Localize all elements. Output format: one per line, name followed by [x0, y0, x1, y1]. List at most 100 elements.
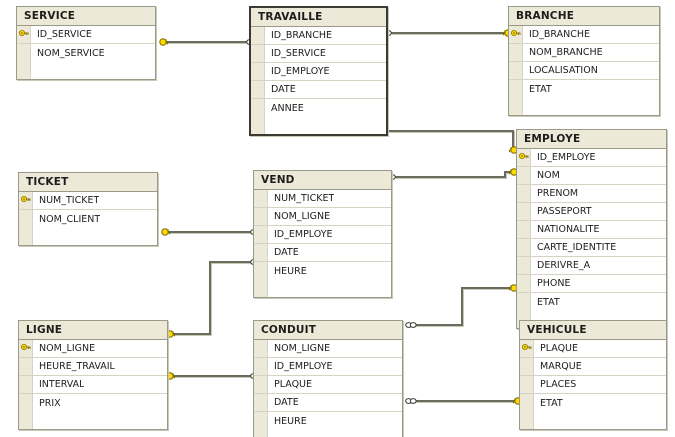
table-conduit[interactable]: CONDUIT NOM_LIGNE ID_EMPLOYE PLAQUE DATE HEUR…	[253, 320, 403, 437]
field-row[interactable]: PRIX	[19, 394, 167, 412]
field-row[interactable]: ID_SERVICE	[251, 45, 386, 63]
field-row[interactable]: ID_BRANCHE	[251, 27, 386, 45]
field-row[interactable]: ID_EMPLOYE	[254, 226, 391, 244]
table-title-conduit: CONDUIT	[254, 321, 402, 340]
field-row[interactable]: CARTE_IDENTITE	[517, 239, 666, 257]
field-name: NOM_BRANCHE	[529, 47, 603, 58]
field-gutter	[520, 340, 534, 357]
relationship-one-endpoint-key-icon	[161, 228, 171, 236]
field-row[interactable]: NOM	[517, 167, 666, 185]
field-gutter	[19, 376, 33, 393]
field-row[interactable]: INTERVAL	[19, 376, 167, 394]
field-row[interactable]: NOM_BRANCHE	[509, 44, 659, 62]
field-list-blank-row[interactable]	[19, 228, 157, 245]
field-row[interactable]: LOCALISATION	[509, 62, 659, 80]
table-title-ticket: TICKET	[19, 173, 157, 192]
field-row[interactable]: ID_EMPLOYE	[251, 63, 386, 81]
field-name: ETAT	[540, 397, 563, 409]
field-row[interactable]: MARQUE	[520, 358, 666, 376]
field-row[interactable]: NATIONALITE	[517, 221, 666, 239]
field-gutter	[517, 185, 531, 202]
field-row[interactable]: PLAQUE	[520, 340, 666, 358]
field-gutter	[19, 228, 33, 245]
field-list-blank-row[interactable]	[509, 98, 659, 115]
table-ticket[interactable]: TICKET NUM_TICKET NOM_CLIENT	[18, 172, 158, 246]
field-gutter	[509, 80, 523, 98]
field-row[interactable]: NOM_SERVICE	[17, 44, 155, 62]
field-row[interactable]: ID_BRANCHE	[509, 26, 659, 44]
rel-branche-travaille	[380, 29, 512, 37]
field-gutter	[509, 62, 523, 79]
field-name: PRENOM	[537, 188, 579, 199]
field-row[interactable]: NUM_TICKET	[254, 190, 391, 208]
field-name: PRIX	[39, 397, 61, 409]
field-row[interactable]: ETAT	[517, 293, 666, 311]
field-gutter	[520, 412, 534, 429]
table-title-service: SERVICE	[17, 7, 155, 26]
field-name: DATE	[271, 84, 296, 95]
table-title-vend: VEND	[254, 171, 391, 190]
field-list-blank-row[interactable]	[251, 117, 386, 134]
field-row[interactable]: DATE	[254, 394, 402, 412]
field-row[interactable]: ID_EMPLOYE	[254, 358, 402, 376]
field-name: NUM_TICKET	[274, 193, 335, 204]
field-row[interactable]: ID_SERVICE	[17, 26, 155, 44]
field-row[interactable]: DATE	[254, 244, 391, 262]
field-row[interactable]: HEURE_TRAVAIL	[19, 358, 167, 376]
field-name: PLACES	[540, 379, 577, 390]
field-gutter	[251, 117, 265, 134]
field-gutter	[251, 99, 265, 117]
field-row[interactable]: PLACES	[520, 376, 666, 394]
field-list-blank-row[interactable]	[17, 62, 155, 79]
table-title-travaille: TRAVAILLE	[251, 8, 386, 27]
field-row[interactable]: NOM_LIGNE	[254, 208, 391, 226]
field-row[interactable]: ETAT	[509, 80, 659, 98]
field-row[interactable]: NUM_TICKET	[19, 192, 157, 210]
field-row[interactable]: NOM_LIGNE	[254, 340, 402, 358]
field-row[interactable]: ANNEE	[251, 99, 386, 117]
field-list-blank-row[interactable]	[254, 430, 402, 437]
field-list-blank-row[interactable]	[254, 280, 391, 297]
field-gutter	[251, 45, 265, 62]
primary-key-icon	[522, 344, 532, 350]
field-name: NOM_LIGNE	[274, 343, 331, 354]
field-list-blank-row[interactable]	[19, 412, 167, 429]
field-name: PLAQUE	[274, 379, 313, 390]
field-row[interactable]: PASSEPORT	[517, 203, 666, 221]
field-row[interactable]: NOM_CLIENT	[19, 210, 157, 228]
field-row[interactable]: PHONE	[517, 275, 666, 293]
relationship-many-endpoint-crowsfoot-icon	[405, 322, 417, 328]
field-gutter	[251, 81, 265, 98]
field-row[interactable]: DERIVRE_A	[517, 257, 666, 275]
field-gutter	[509, 26, 523, 43]
field-name: PHONE	[537, 278, 571, 289]
field-row[interactable]: ID_EMPLOYE	[517, 149, 666, 167]
field-gutter	[517, 149, 531, 166]
field-name: DATE	[274, 397, 299, 408]
field-name: HEURE_TRAVAIL	[39, 361, 115, 372]
field-gutter	[19, 394, 33, 412]
field-list-blank-row[interactable]	[520, 412, 666, 429]
table-title-ligne: LIGNE	[19, 321, 167, 340]
field-row[interactable]: NOM_LIGNE	[19, 340, 167, 358]
field-gutter	[17, 44, 31, 62]
field-row[interactable]: PLAQUE	[254, 376, 402, 394]
field-row[interactable]: HEURE	[254, 412, 402, 430]
field-row[interactable]: HEURE	[254, 262, 391, 280]
field-row[interactable]: DATE	[251, 81, 386, 99]
field-name: NUM_TICKET	[39, 195, 100, 206]
primary-key-icon	[21, 196, 31, 202]
field-row[interactable]: PRENOM	[517, 185, 666, 203]
field-row[interactable]: ETAT	[520, 394, 666, 412]
field-gutter	[254, 412, 268, 430]
